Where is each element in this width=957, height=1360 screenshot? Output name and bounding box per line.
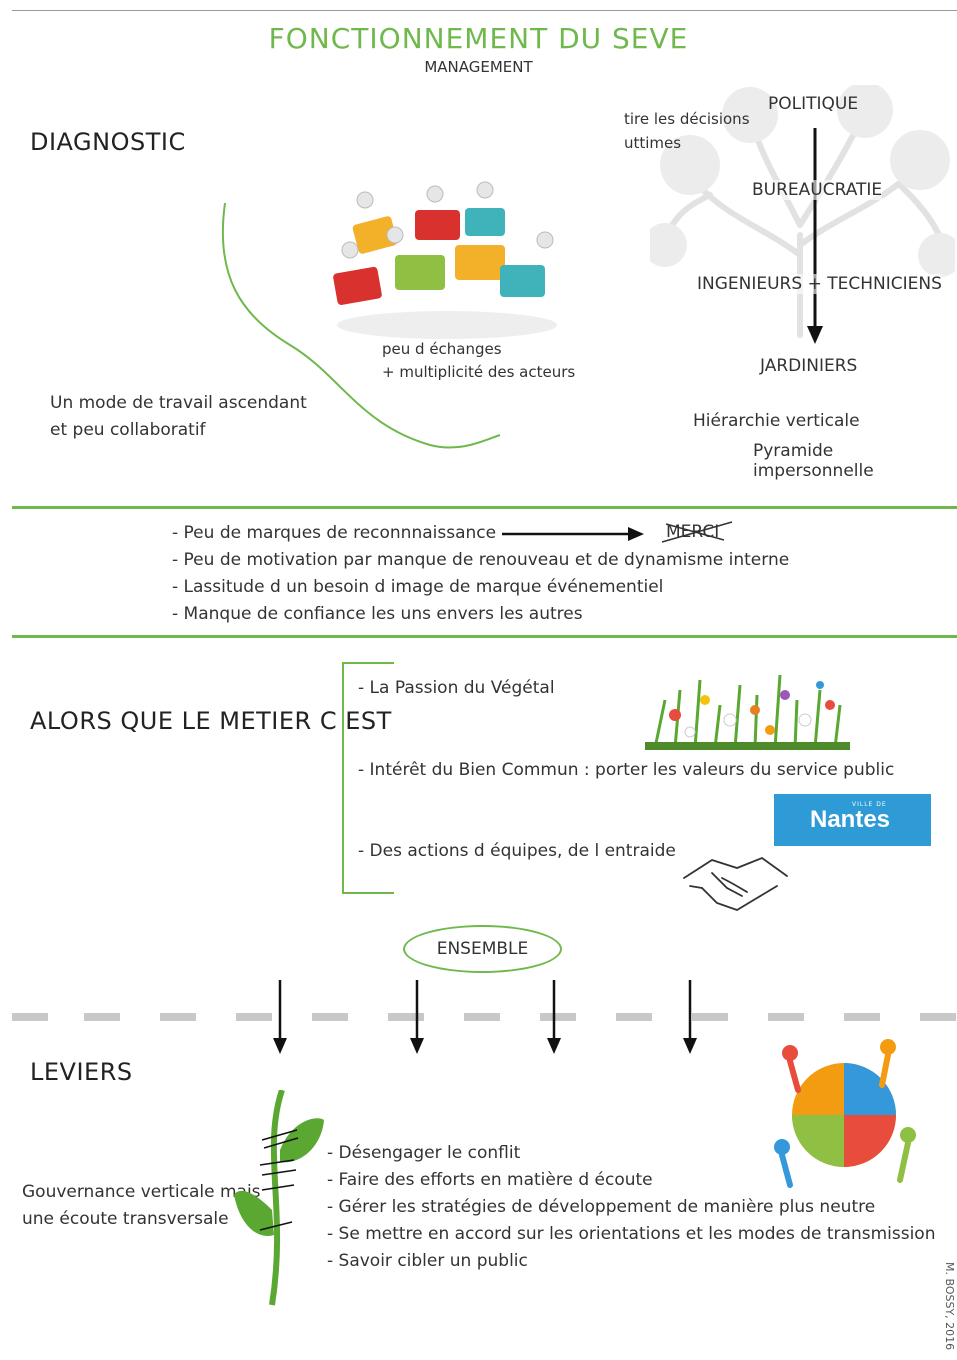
ensemble-ellipse: ENSEMBLE <box>403 925 562 973</box>
page-subtitle: MANAGEMENT <box>424 58 533 76</box>
section-divider <box>12 635 957 638</box>
decision-line1: tire les décisions <box>624 110 750 128</box>
decision-line2: uttimes <box>624 134 682 152</box>
levier-item: - Faire des efforts en matière d écoute <box>327 1170 653 1190</box>
merci-arrow <box>502 527 644 541</box>
flowers-illustration <box>645 674 850 750</box>
level-jardiniers: JARDINIERS <box>760 356 858 376</box>
mode-line1: Un mode de travail ascendant <box>50 393 307 413</box>
logo-text: Nantes <box>810 806 891 833</box>
down-arrow <box>410 980 424 1054</box>
page-title: FONCTIONNEMENT DU SEVE <box>268 22 689 55</box>
credit-label: M. BOSSY, 2016 <box>943 1262 956 1351</box>
exchanges-line1: peu d échanges <box>382 340 502 358</box>
metier-item-vegetal: - La Passion du Végétal <box>358 678 555 698</box>
problem-item: - Lassitude d un besoin d image de marqu… <box>172 577 664 597</box>
metier-item-bien-commun: - Intérêt du Bien Commun : porter les va… <box>358 760 895 780</box>
down-arrow <box>273 980 287 1054</box>
down-arrow <box>547 980 561 1054</box>
plant-illustration <box>234 1090 324 1306</box>
levier-item: - Désengager le conflit <box>327 1143 521 1163</box>
leviers-list: - Désengager le conflit - Faire des effo… <box>327 1140 935 1275</box>
problem-item: - Peu de marques de reconnnaissance <box>172 523 497 543</box>
curve-line <box>221 202 501 449</box>
hierarchy-arrow <box>807 128 823 344</box>
section-divider <box>12 506 957 509</box>
metier-bracket <box>342 662 394 894</box>
puzzle-team-illustration <box>333 181 557 339</box>
problem-item: - Manque de confiance les uns envers les… <box>172 604 583 624</box>
problem-item: - Peu de motivation par manque de renouv… <box>172 550 790 570</box>
puzzle-globe-illustration <box>774 1039 916 1188</box>
gov-line1: Gouvernance verticale mais <box>22 1182 261 1202</box>
levier-item: - Savoir cibler un public <box>327 1251 528 1271</box>
nantes-logo: VILLE DE Nantes <box>774 794 931 846</box>
level-ingenieurs: INGENIEURS + TECHNICIENS <box>697 274 942 294</box>
gov-line2: une écoute transversale <box>22 1209 229 1229</box>
diagnostic-heading: DIAGNOSTIC <box>30 128 186 156</box>
level-politique: POLITIQUE <box>768 94 859 114</box>
leviers-heading: LEVIERS <box>30 1058 133 1086</box>
merci-strike <box>661 521 733 543</box>
level-bureaucratie: BUREAUCRATIE <box>752 180 883 200</box>
dashed-divider <box>12 1013 957 1021</box>
tree-illustration <box>650 85 955 338</box>
levier-item: - Gérer les stratégies de développement … <box>327 1197 876 1217</box>
metier-heading: ALORS QUE LE METIER C EST <box>30 707 392 735</box>
logo-small-text: VILLE DE <box>852 801 887 808</box>
handshake-icon <box>683 856 788 911</box>
down-arrow <box>683 980 697 1054</box>
mode-line2: et peu collaboratif <box>50 420 206 440</box>
exchanges-line2: + multiplicité des acteurs <box>382 363 576 381</box>
problems-list: - Peu de marques de reconnnaissance - Pe… <box>172 520 789 628</box>
metier-item-entraide: - Des actions d équipes, de l entraide <box>358 841 676 861</box>
top-divider <box>12 10 957 11</box>
ensemble-label: ENSEMBLE <box>436 939 529 959</box>
levier-item: - Se mettre en accord sur les orientatio… <box>327 1224 936 1244</box>
hierarchy-caption-line1: Hiérarchie verticale <box>693 411 860 431</box>
hierarchy-caption-line2: Pyramide impersonnelle <box>753 441 874 481</box>
